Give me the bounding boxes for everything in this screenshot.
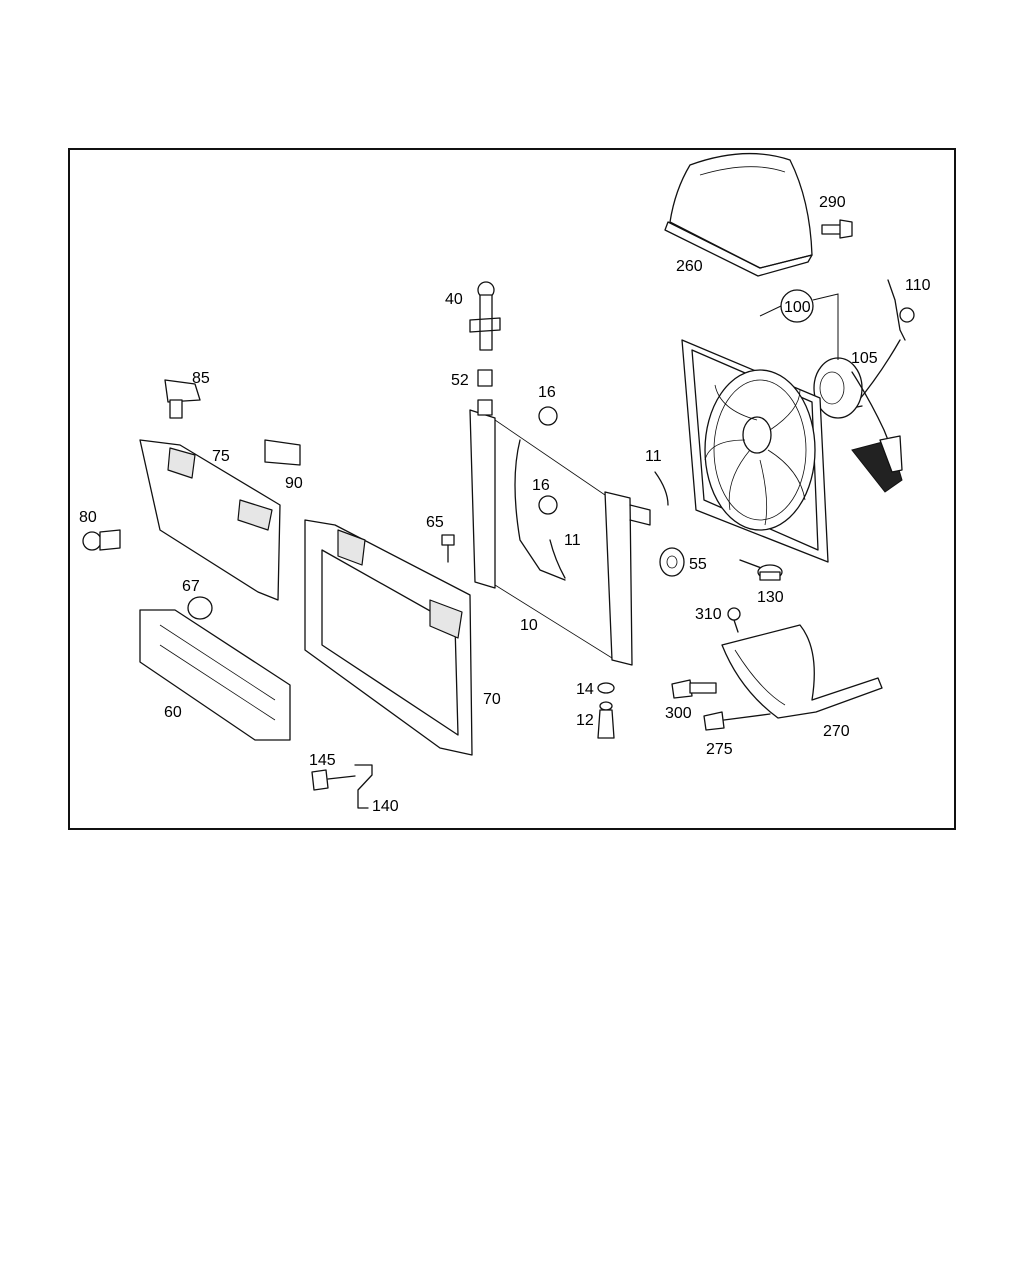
label-90: 90 [285,475,303,492]
label-11a: 11 [564,532,581,549]
label-130: 130 [757,589,784,606]
label-16a: 16 [538,384,556,401]
label-40: 40 [445,291,463,308]
label-65: 65 [426,514,444,531]
part-270-lower-shroud [721,624,883,719]
part-290-bolt [821,219,853,239]
label-145: 145 [309,752,336,769]
label-105: 105 [851,350,878,367]
part-85-clip [164,379,201,419]
label-275: 275 [706,741,733,758]
part-55-cap [659,547,685,577]
fan-control-module [851,435,903,493]
part-70-support-frame [304,519,473,756]
label-85: 85 [192,370,210,387]
label-12: 12 [576,712,594,729]
part-11-hose-b [654,471,669,506]
part-40-drain-valve [469,281,501,351]
part-300-screw [671,679,717,699]
label-60: 60 [164,704,182,721]
part-260-shroud-cover [664,152,813,277]
part-275-screw [703,711,771,731]
label-270: 270 [823,723,850,740]
label-52: 52 [451,372,469,389]
label-11b: 11 [645,448,662,465]
part-140-bracket [354,764,373,809]
label-75: 75 [212,448,230,465]
part-65-bolt [441,534,455,563]
part-90-clip [264,439,301,466]
part-75-upper-bracket [139,439,281,601]
part-16-seal-a [538,406,558,426]
part-67-clamp [187,596,213,620]
label-310: 310 [695,606,722,623]
label-10: 10 [520,617,538,634]
label-14: 14 [576,681,594,698]
part-105-fan-motor [813,357,891,446]
label-55: 55 [689,556,707,573]
part-14-washer [597,682,615,694]
part-10-radiator [469,399,651,666]
part-145-bolt [311,769,356,791]
part-100-callout [759,289,839,360]
label-67: 67 [182,578,200,595]
label-260: 260 [676,258,703,275]
part-310-clip [727,607,741,633]
label-140: 140 [372,798,399,815]
label-290: 290 [819,194,846,211]
diagram-frame [68,148,956,830]
fan-assembly-frame [681,339,829,576]
label-80: 80 [79,509,97,526]
part-52-plug [477,369,493,387]
callout-labels: 10 11 11 12 14 16 16 40 52 55 60 65 67 7… [79,194,931,815]
part-16-seal-b [538,495,558,515]
part-60-air-guide [139,609,291,741]
label-100: 100 [784,299,811,316]
part-80-push-pin [82,529,121,551]
part-11-hose-a [549,539,566,579]
label-70: 70 [483,691,501,708]
part-130-grommet [757,564,783,581]
label-16b: 16 [532,477,550,494]
part-12-plug [597,701,615,739]
label-110: 110 [905,277,931,294]
label-300: 300 [665,705,692,722]
